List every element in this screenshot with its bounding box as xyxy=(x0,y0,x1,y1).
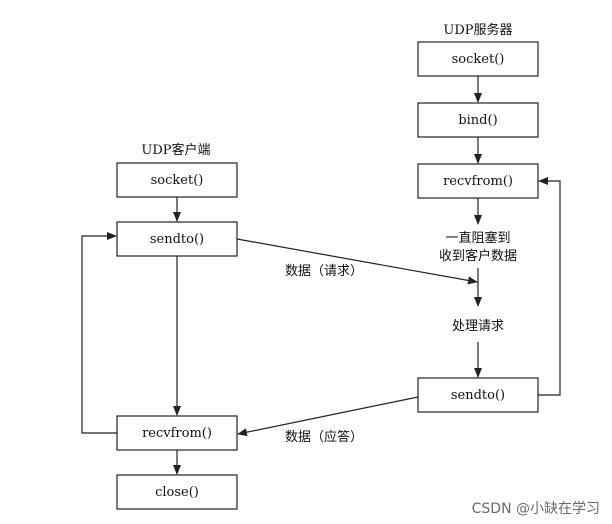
server-bind-box: bind() xyxy=(417,102,539,138)
client-recvfrom-box: recvfrom() xyxy=(116,415,238,451)
client-recvfrom-label: recvfrom() xyxy=(142,426,212,441)
server-title: UDP服务器 xyxy=(443,22,512,38)
server-sendto-box: sendto() xyxy=(417,377,539,413)
client-socket-box: socket() xyxy=(116,162,238,198)
client-close-box: close() xyxy=(116,474,238,510)
reply-caption: 数据（应答） xyxy=(285,429,363,445)
server-recvfrom-box: recvfrom() xyxy=(417,163,539,199)
client-close-label: close() xyxy=(155,485,199,500)
client-socket-label: socket() xyxy=(151,173,204,188)
server-socket-box: socket() xyxy=(417,41,539,77)
client-sendto-label: sendto() xyxy=(150,232,204,247)
request-caption: 数据（请求） xyxy=(285,264,363,279)
server-process-text: 处理请求 xyxy=(452,319,504,334)
server-recvfrom-label: recvfrom() xyxy=(443,174,513,189)
edge-client-loop-back xyxy=(81,232,117,434)
client-sendto-box: sendto() xyxy=(116,221,238,257)
edge-request-message xyxy=(236,238,478,285)
edge-server-loop-back xyxy=(538,177,561,396)
server-bind-label: bind() xyxy=(458,113,497,128)
server-sendto-label: sendto() xyxy=(451,388,505,403)
server-block-text-line2: 收到客户数据 xyxy=(439,248,517,264)
edge-reply-message xyxy=(237,396,419,437)
server-block-text-line1: 一直阻塞到 xyxy=(445,230,510,246)
server-socket-label: socket() xyxy=(452,52,505,67)
watermark-text: CSDN @小缺在学习 xyxy=(472,501,600,517)
client-title: UDP客户端 xyxy=(141,142,210,158)
